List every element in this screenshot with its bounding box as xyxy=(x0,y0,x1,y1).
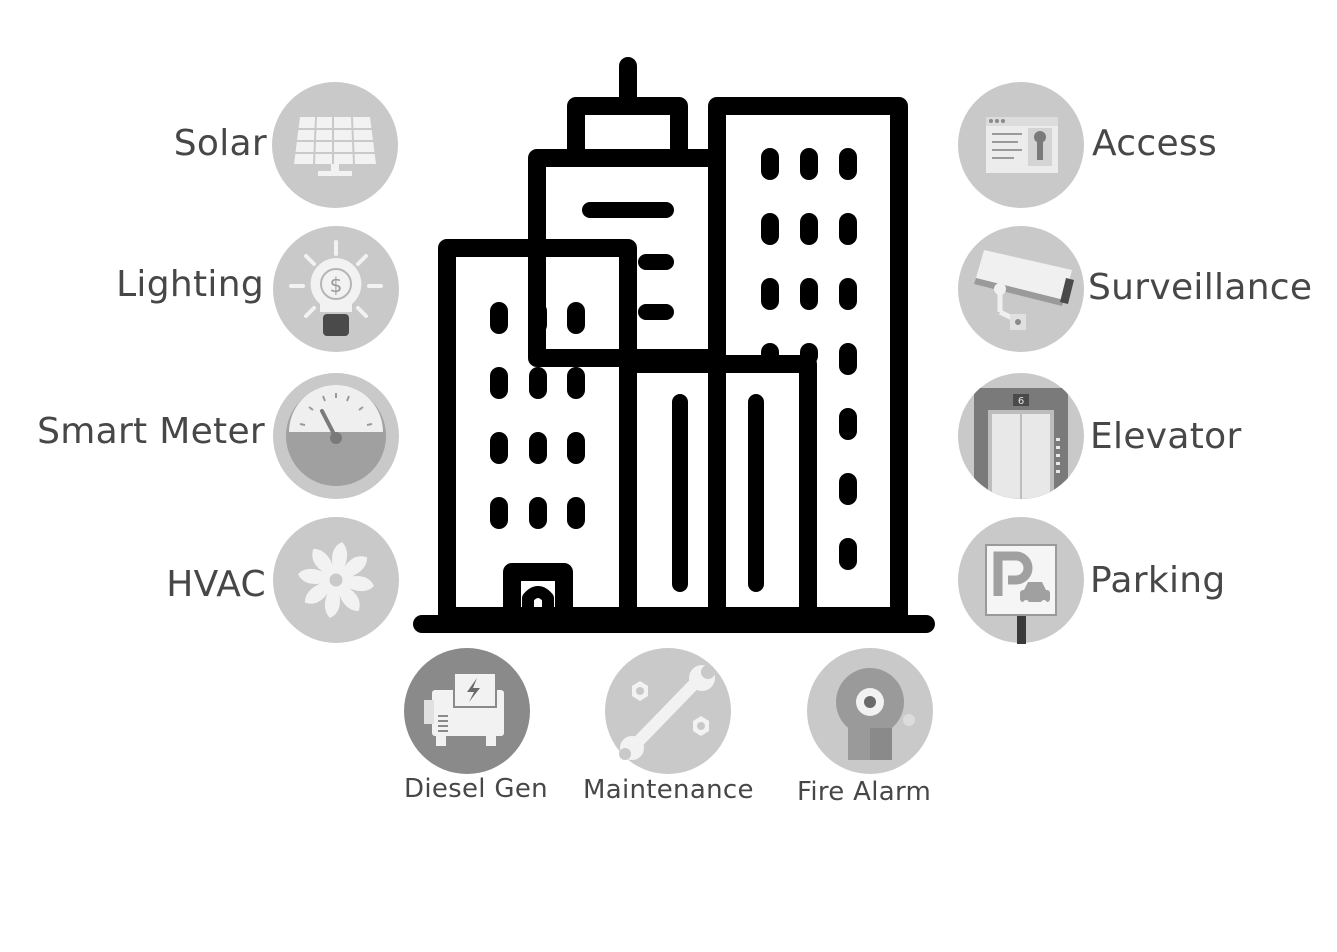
generator-icon xyxy=(404,648,530,774)
parking-sign-icon xyxy=(958,517,1084,644)
label-smart-meter: Smart Meter xyxy=(37,411,265,452)
label-lighting: Lighting xyxy=(116,264,264,305)
elevator-icon: 6 xyxy=(958,373,1084,499)
label-surveillance: Surveillance xyxy=(1088,267,1313,308)
solar-panel-icon xyxy=(272,82,398,208)
label-elevator: Elevator xyxy=(1090,416,1242,457)
fire-bell-icon xyxy=(807,648,933,774)
wrench-bolts-icon xyxy=(605,648,731,774)
light-bulb-icon: $ xyxy=(273,226,399,352)
label-parking: Parking xyxy=(1090,560,1226,601)
access-key-icon xyxy=(958,82,1084,208)
label-solar: Solar xyxy=(173,123,267,164)
fan-icon xyxy=(273,517,399,643)
label-diesel-gen: Diesel Gen xyxy=(404,774,548,804)
label-hvac: HVAC xyxy=(166,564,266,605)
svg-text:$: $ xyxy=(330,273,343,297)
security-camera-icon xyxy=(958,226,1084,352)
buildings-icon xyxy=(413,57,935,633)
right-tower-windows xyxy=(761,148,857,570)
svg-text:6: 6 xyxy=(1018,396,1024,407)
label-maintenance: Maintenance xyxy=(583,775,754,805)
label-access: Access xyxy=(1092,123,1218,164)
gauge-icon xyxy=(273,373,399,499)
label-fire-alarm: Fire Alarm xyxy=(797,777,932,807)
left-building-windows xyxy=(490,302,585,529)
